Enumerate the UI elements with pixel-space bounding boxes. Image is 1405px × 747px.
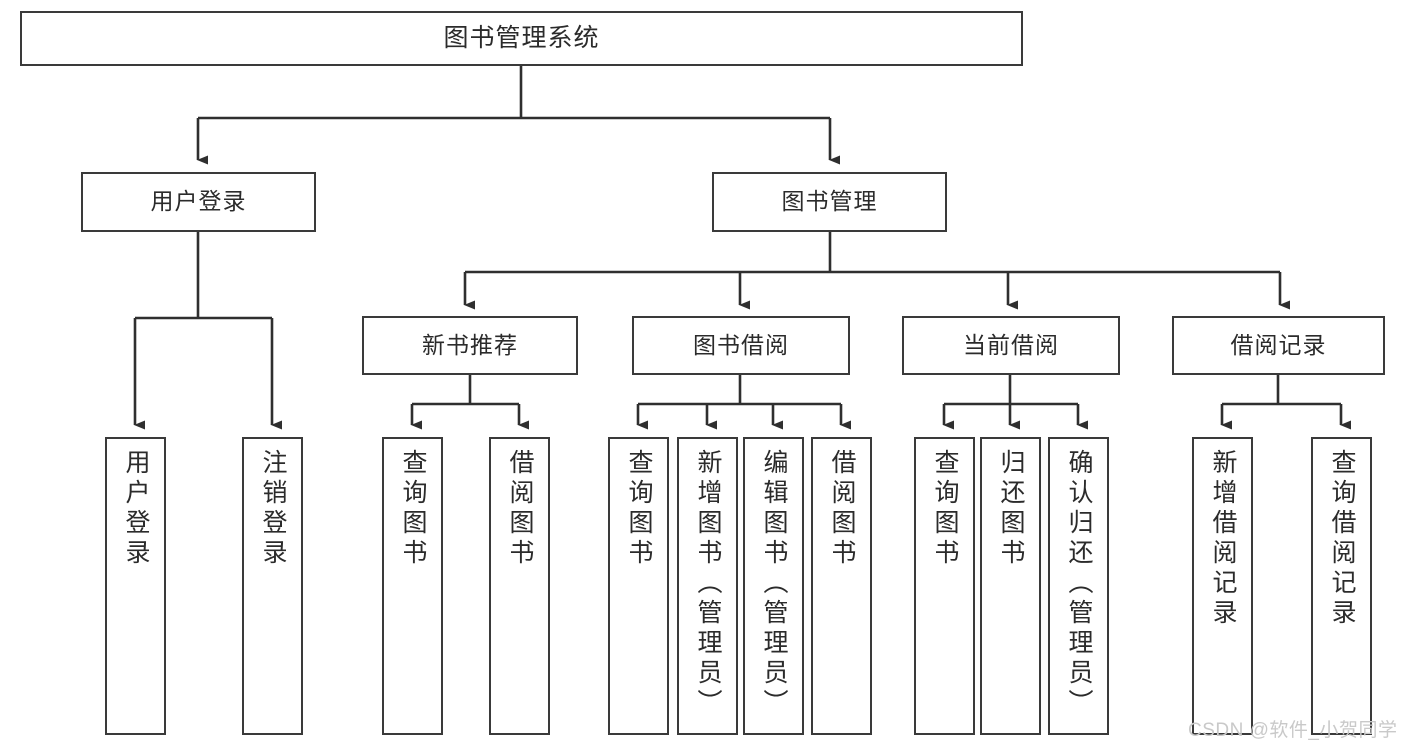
node-label: 新书推荐 <box>422 331 518 358</box>
node-label: 查询借阅记录 <box>1328 449 1356 629</box>
node-label: 借阅记录 <box>1230 331 1327 358</box>
node-borrowing-record[interactable]: 借阅记录 <box>1172 316 1385 375</box>
leaf-confirm-return-admin[interactable]: 确认归还（管理员） <box>1048 437 1109 735</box>
node-user-login[interactable]: 用户登录 <box>81 172 316 232</box>
node-label: 查询图书 <box>931 449 959 569</box>
leaf-borrow-book-borrow[interactable]: 借阅图书 <box>811 437 872 735</box>
leaf-query-book-borrow[interactable]: 查询图书 <box>608 437 669 735</box>
node-new-book-recommendation[interactable]: 新书推荐 <box>362 316 578 375</box>
node-label: 用户登录 <box>122 449 150 569</box>
leaf-add-book-admin[interactable]: 新增图书（管理员） <box>677 437 738 735</box>
leaf-query-book-new-rec[interactable]: 查询图书 <box>382 437 443 735</box>
node-label: 用户登录 <box>150 188 247 215</box>
node-book-management[interactable]: 图书管理 <box>712 172 947 232</box>
node-root-book-management-system[interactable]: 图书管理系统 <box>20 11 1023 66</box>
csdn-watermark: CSDN @软件_小贺同学 <box>1188 720 1398 741</box>
node-label: 归还图书 <box>997 449 1025 569</box>
node-label: 图书管理 <box>781 188 878 215</box>
node-label: 查询图书 <box>625 449 653 569</box>
node-label: 图书借阅 <box>693 331 789 358</box>
leaf-query-borrow-record[interactable]: 查询借阅记录 <box>1311 437 1372 735</box>
node-label: 查询图书 <box>399 449 427 569</box>
node-label: 借阅图书 <box>506 449 534 569</box>
node-book-borrowing[interactable]: 图书借阅 <box>632 316 850 375</box>
leaf-query-book-current[interactable]: 查询图书 <box>914 437 975 735</box>
node-label: 新增图书（管理员） <box>694 449 722 719</box>
node-label: 编辑图书（管理员） <box>760 449 788 719</box>
leaf-borrow-book-new-rec[interactable]: 借阅图书 <box>489 437 550 735</box>
leaf-logout-login[interactable]: 注销登录 <box>242 437 303 735</box>
node-label: 当前借阅 <box>963 331 1059 358</box>
node-label: 图书管理系统 <box>443 23 600 52</box>
node-label: 新增借阅记录 <box>1209 449 1237 629</box>
leaf-return-book[interactable]: 归还图书 <box>980 437 1041 735</box>
leaf-add-borrow-record[interactable]: 新增借阅记录 <box>1192 437 1253 735</box>
node-label: 借阅图书 <box>828 449 856 569</box>
leaf-edit-book-admin[interactable]: 编辑图书（管理员） <box>743 437 804 735</box>
node-label: 确认归还（管理员） <box>1065 449 1093 719</box>
leaf-user-login[interactable]: 用户登录 <box>105 437 166 735</box>
node-label: 注销登录 <box>259 449 287 569</box>
node-current-borrowing[interactable]: 当前借阅 <box>902 316 1120 375</box>
